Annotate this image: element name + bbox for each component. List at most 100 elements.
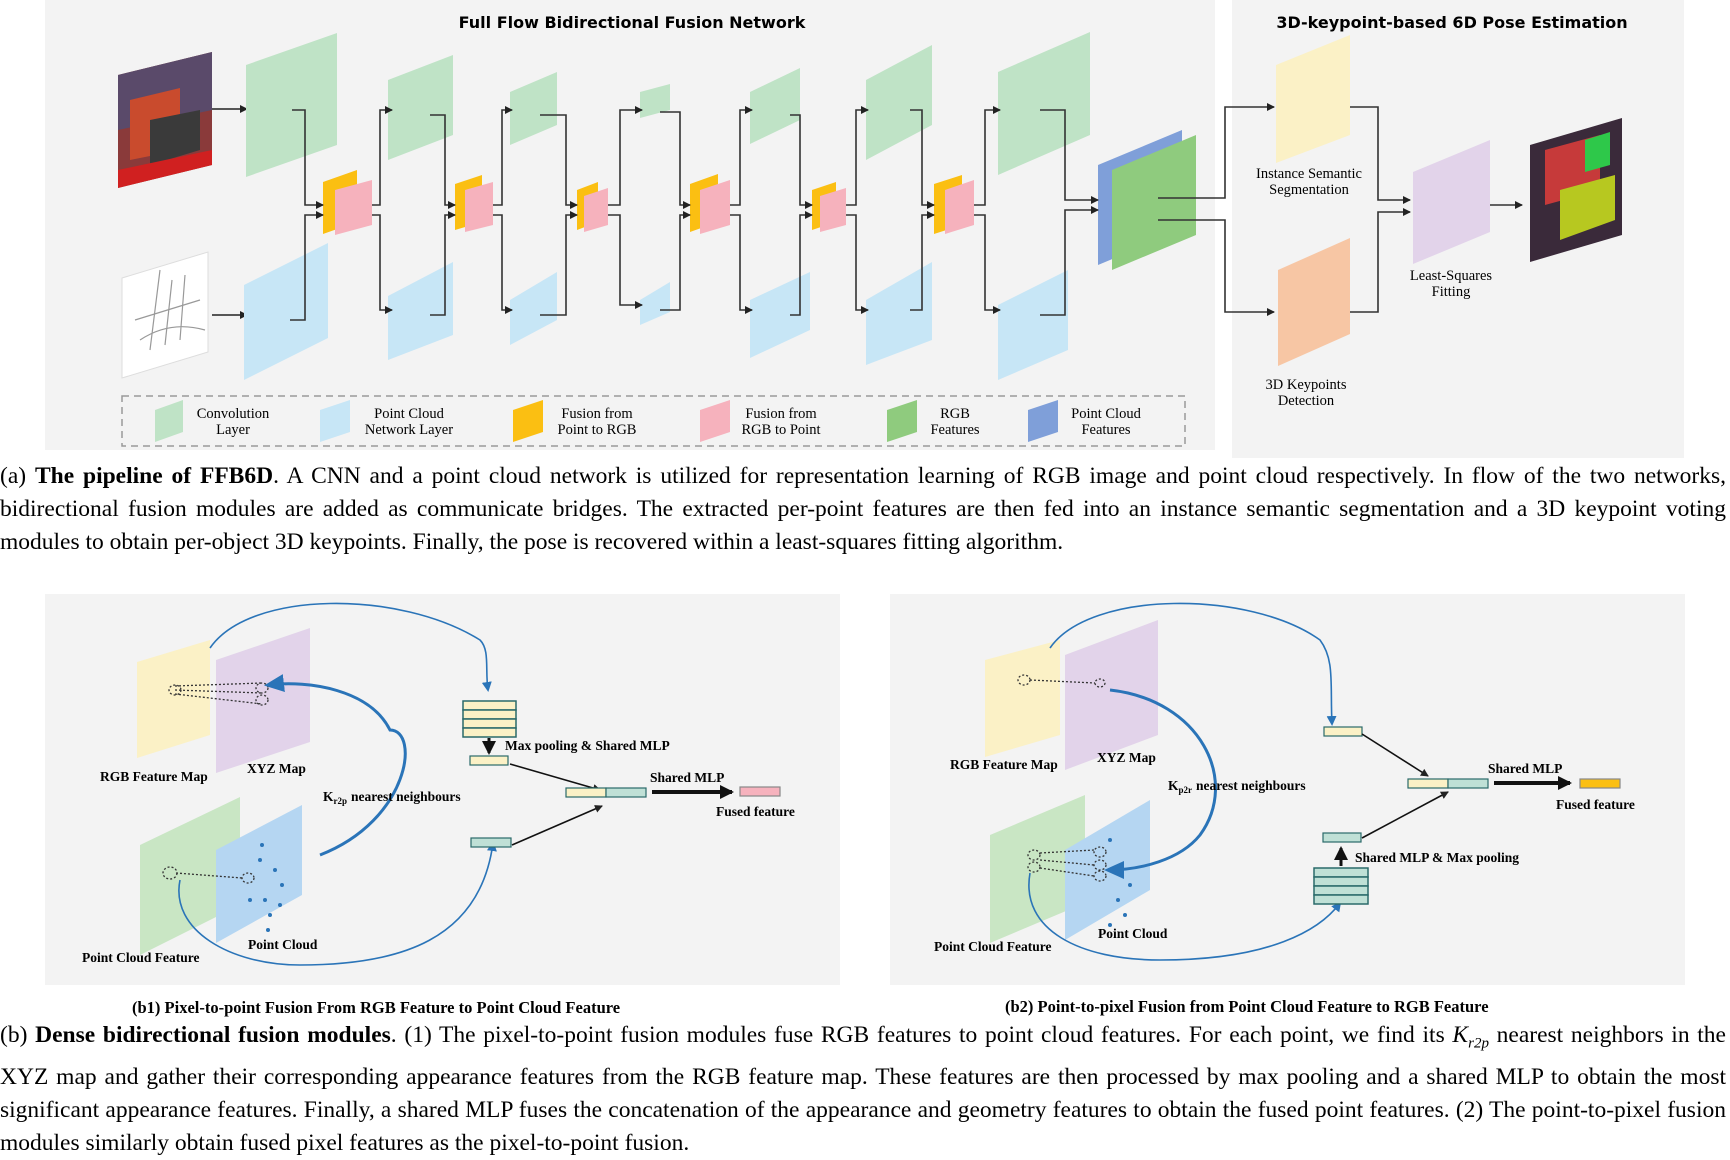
svg-text:Point to RGB: Point to RGB xyxy=(558,422,637,438)
rgb-input-image xyxy=(118,52,212,188)
caption-a-bold: The pipeline of FFB6D xyxy=(34,463,274,489)
b2-fused-label: Fused feature xyxy=(1556,797,1635,812)
caption-a: (a) The pipeline of FFB6D. A CNN and a p… xyxy=(0,460,1726,559)
legend-item-pc-features: Point Cloud Features xyxy=(1028,400,1142,442)
caption-b-bold: Dense bidirectional fusion modules xyxy=(35,1022,391,1048)
svg-text:Features: Features xyxy=(930,422,979,438)
b1-concat-app xyxy=(565,787,607,798)
b1-xyz-map xyxy=(216,628,310,773)
pcn-layer-5 xyxy=(750,272,810,358)
svg-text:Point Cloud: Point Cloud xyxy=(374,406,444,422)
pcn-layer-2 xyxy=(388,262,453,360)
legend-item-fusion-r2p: Fusion from RGB to Point xyxy=(700,400,820,442)
pcn-layer-6 xyxy=(866,262,932,365)
instance-segmentation-block xyxy=(1276,35,1350,163)
lsq-label-2: Fitting xyxy=(1432,284,1471,300)
b2-shared-mlp-label: Shared MLP xyxy=(1488,761,1562,776)
b1-geometry-feature xyxy=(470,837,512,848)
caption-b-math-k: K xyxy=(1452,1022,1469,1048)
legend-item-conv: Convolution Layer xyxy=(155,400,270,442)
legend-item-fusion-p2r: Fusion from Point to RGB xyxy=(513,400,636,442)
conv-layer-4 xyxy=(640,84,670,118)
b1-pc-label: Point Cloud xyxy=(248,937,318,952)
title-ffb-network: Full Flow Bidirectional Fusion Network xyxy=(459,13,806,32)
caption-a-tag: (a) xyxy=(0,463,27,489)
instance-seg-label-1: Instance Semantic xyxy=(1256,166,1362,182)
diagram-b1: Max pooling & Shared MLP Shared MLP Fuse… xyxy=(45,594,840,985)
fusion-module-1 xyxy=(323,170,372,235)
legend-item-rgb-features: RGB Features xyxy=(887,400,980,442)
caption-b-tag: (b) xyxy=(0,1022,28,1048)
svg-text:RGB: RGB xyxy=(940,406,970,422)
b1-fused-label: Fused feature xyxy=(716,804,795,819)
pcn-layer-4 xyxy=(640,282,670,325)
svg-text:Fusion from: Fusion from xyxy=(745,406,817,422)
caption-a-text: . A CNN and a point cloud network is uti… xyxy=(0,463,1727,555)
svg-text:Layer: Layer xyxy=(216,422,250,438)
fusion-module-2 xyxy=(455,175,493,232)
svg-text:Point Cloud: Point Cloud xyxy=(1071,406,1141,422)
b2-shared-max-label: Shared MLP & Max pooling xyxy=(1355,850,1519,865)
caption-b: (b) Dense bidirectional fusion modules. … xyxy=(0,1019,1726,1160)
instance-seg-label-2: Segmentation xyxy=(1269,182,1349,198)
caption-b-math-sub: r2p xyxy=(1468,1035,1489,1052)
b2-pc-feature xyxy=(990,795,1085,943)
conv-layer-5 xyxy=(750,68,800,144)
b2-geometry-feature xyxy=(1322,832,1362,843)
b2-pc-label: Point Cloud xyxy=(1098,926,1168,941)
b2-neighbour-geometry xyxy=(1313,867,1369,905)
conv-layer-2 xyxy=(388,55,453,160)
diagram-b2: Shared MLP & Max pooling Shared MLP Fuse… xyxy=(890,594,1685,985)
fusion-module-5 xyxy=(812,182,846,232)
b2-pc-feature-label: Point Cloud Feature xyxy=(934,939,1052,954)
legend-item-pcn: Point Cloud Network Layer xyxy=(320,400,453,442)
conv-layer-3 xyxy=(510,72,557,145)
b2-rgb-feature-map xyxy=(985,640,1060,757)
rgb-features-block xyxy=(1112,135,1196,270)
b1-pc-feature xyxy=(140,797,240,955)
keypoint-label-2: Detection xyxy=(1278,393,1335,409)
b2-appearance-feature xyxy=(1323,726,1363,737)
b2-fused-feature xyxy=(1579,778,1621,789)
svg-text:Network Layer: Network Layer xyxy=(365,422,453,438)
b1-fused-feature xyxy=(739,786,781,797)
b1-point-cloud xyxy=(216,805,302,943)
b1-xyz-map-label: XYZ Map xyxy=(247,761,306,776)
keypoint-detection-block xyxy=(1278,238,1350,366)
caption-b-text1: . (1) The pixel-to-point fusion modules … xyxy=(390,1022,1453,1048)
b1-rgb-feature-map xyxy=(137,640,210,758)
b2-rgb-feature-map-label: RGB Feature Map xyxy=(950,757,1058,772)
diagram-a: Full Flow Bidirectional Fusion Network 3… xyxy=(45,0,1684,458)
conv-layer-7 xyxy=(998,32,1090,175)
b1-pc-feature-label: Point Cloud Feature xyxy=(82,950,200,965)
b1-rgb-feature-map-label: RGB Feature Map xyxy=(100,769,208,784)
b1-shared-mlp-label: Shared MLP xyxy=(650,770,724,785)
conv-layer-1 xyxy=(246,33,337,177)
pose-output-image xyxy=(1530,118,1622,262)
least-squares-block xyxy=(1413,140,1490,264)
b1-neighbour-features xyxy=(462,700,517,738)
svg-text:Features: Features xyxy=(1081,422,1130,438)
conv-layer-6 xyxy=(866,45,932,160)
b2-concat-geo xyxy=(1447,778,1489,789)
subcaption-b1: (b1) Pixel-to-point Fusion From RGB Feat… xyxy=(132,998,621,1017)
b1-point-dots xyxy=(248,843,284,932)
lsq-label-1: Least-Squares xyxy=(1410,268,1492,284)
b1-concat-geo xyxy=(605,787,647,798)
b1-appearance-feature xyxy=(469,755,509,766)
fusion-module-6 xyxy=(934,175,974,234)
svg-text:Convolution: Convolution xyxy=(197,406,270,422)
b2-concat-app xyxy=(1407,778,1449,789)
svg-text:RGB to Point: RGB to Point xyxy=(742,422,821,438)
legend-box xyxy=(121,395,1186,447)
pcn-layer-7 xyxy=(998,270,1068,380)
keypoint-label-1: 3D Keypoints xyxy=(1266,377,1347,393)
b1-maxpool-label: Max pooling & Shared MLP xyxy=(505,738,670,753)
svg-text:Fusion from: Fusion from xyxy=(561,406,633,422)
fusion-module-4 xyxy=(690,174,730,234)
title-pose-estimation: 3D-keypoint-based 6D Pose Estimation xyxy=(1276,13,1627,32)
fusion-module-3 xyxy=(577,182,608,232)
pcn-layer-3 xyxy=(510,272,557,345)
